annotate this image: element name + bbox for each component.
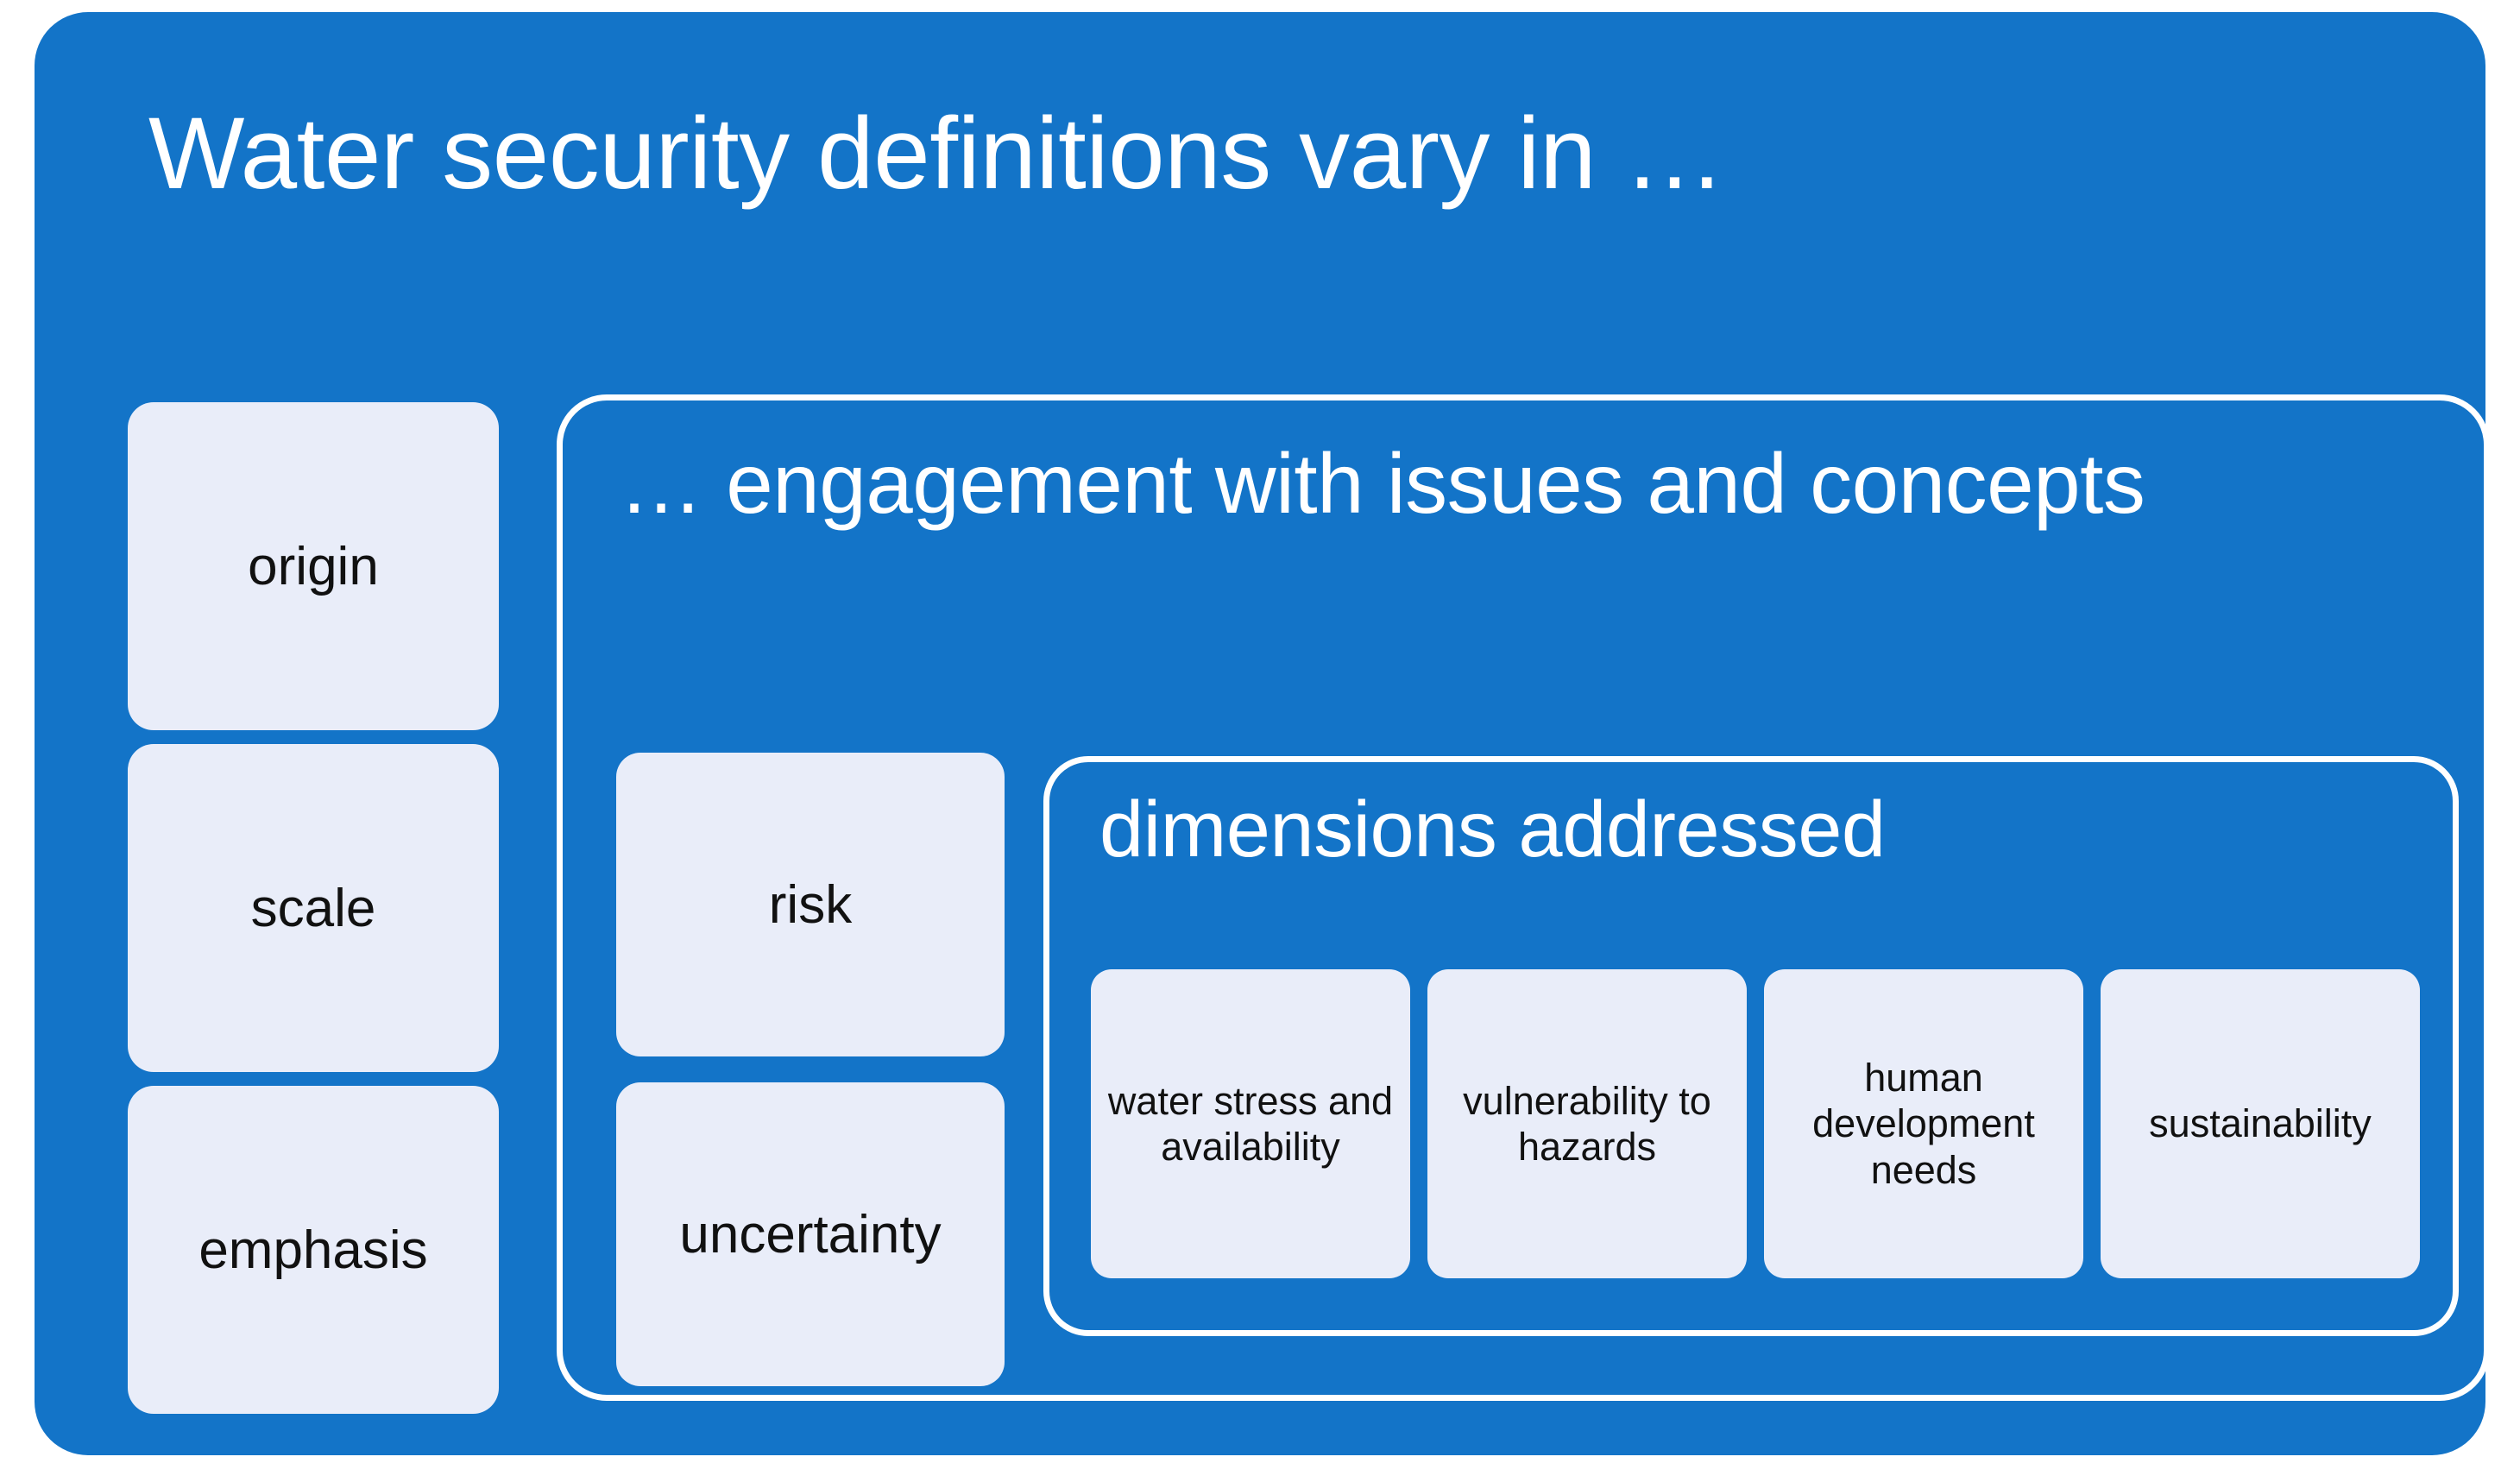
concept-box-risk: risk [616, 753, 1005, 1056]
concept-label: uncertainty [679, 1204, 942, 1264]
water-security-diagram-card: Water security definitions vary in … ori… [35, 12, 2490, 1455]
page-title: Water security definitions vary in … [148, 97, 1725, 211]
concept-label: risk [768, 874, 853, 935]
dimensions-container: dimensions addressed water stress and av… [1043, 756, 2459, 1336]
aspect-box-scale: scale [128, 744, 499, 1072]
dimension-label: sustainability [2149, 1101, 2372, 1146]
aspect-box-emphasis: emphasis [128, 1086, 499, 1414]
dimension-label: human development needs [1812, 1056, 2035, 1192]
dimension-box-water-stress-and-availability: water stress and availability [1091, 969, 1410, 1278]
dimension-label: water stress and availability [1107, 1078, 1394, 1169]
aspect-label: scale [250, 878, 376, 938]
concept-box-uncertainty: uncertainty [616, 1082, 1005, 1386]
dimension-box-human-development-needs: human development needs [1764, 969, 2083, 1278]
engagement-title: … engagement with issues and concepts [619, 436, 2145, 531]
aspect-label: emphasis [198, 1220, 428, 1280]
engagement-container: … engagement with issues and concepts ri… [557, 394, 2490, 1401]
dimensions-row: water stress and availability vulnerabil… [1091, 969, 2420, 1278]
dimension-box-sustainability: sustainability [2101, 969, 2420, 1278]
aspect-label: origin [248, 536, 379, 596]
dimension-label: vulnerability to hazards [1463, 1078, 1711, 1169]
aspect-box-origin: origin [128, 402, 499, 730]
dimension-box-vulnerability-to-hazards: vulnerability to hazards [1427, 969, 1747, 1278]
dimensions-title: dimensions addressed [1099, 785, 1886, 873]
